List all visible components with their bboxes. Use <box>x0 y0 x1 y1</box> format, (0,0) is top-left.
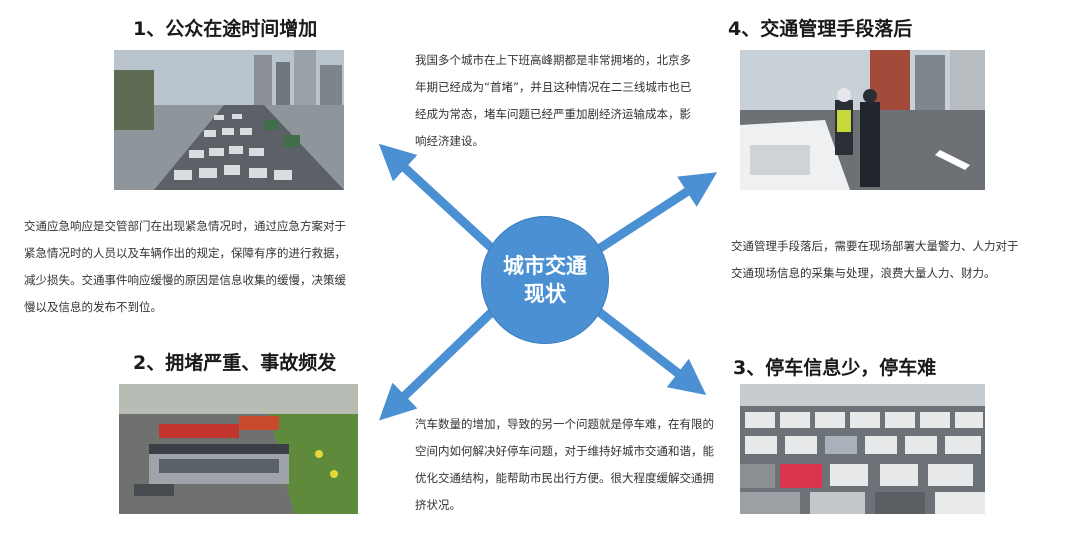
crowded-parking-lot-photo <box>740 384 985 514</box>
arrow-top-left <box>378 143 500 256</box>
arrow-bottom-left <box>379 304 500 421</box>
highway-traffic-jam-photo <box>114 50 344 190</box>
section-1-description: 交通应急响应是交管部门在出现紧急情况时，通过应急方案对于紧急情况时的人员以及车辆… <box>24 219 346 314</box>
bottom-description: 汽车数量的增加，导致的另一个问题就是停车难，在有限的空间内如何解决好停车问题，对… <box>415 417 714 512</box>
section-3-title: 3、停车信息少，停车难 <box>733 357 937 379</box>
traffic-police-on-street-photo <box>740 50 985 190</box>
section-4-description: 交通管理手段落后，需要在现场部署大量警力、人力对于交通现场信息的采集与处理，浪费… <box>731 239 1019 280</box>
section-2-title: 2、拥堵严重、事故频发 <box>133 352 337 374</box>
top-description: 我国多个城市在上下班高峰期都是非常拥堵的，北京多年期已经成为“首堵”，并且这种情… <box>415 53 692 148</box>
arrow-bottom-right <box>591 304 707 396</box>
bus-accident-scene-photo <box>119 384 358 514</box>
center-topic-label: 城市交通现状 <box>503 254 587 306</box>
center-topic-circle: 城市交通现状 <box>481 216 609 344</box>
section-4-title: 4、交通管理手段落后 <box>728 18 913 40</box>
section-1-title: 1、公众在途时间增加 <box>133 18 318 40</box>
arrow-top-right <box>591 172 718 256</box>
